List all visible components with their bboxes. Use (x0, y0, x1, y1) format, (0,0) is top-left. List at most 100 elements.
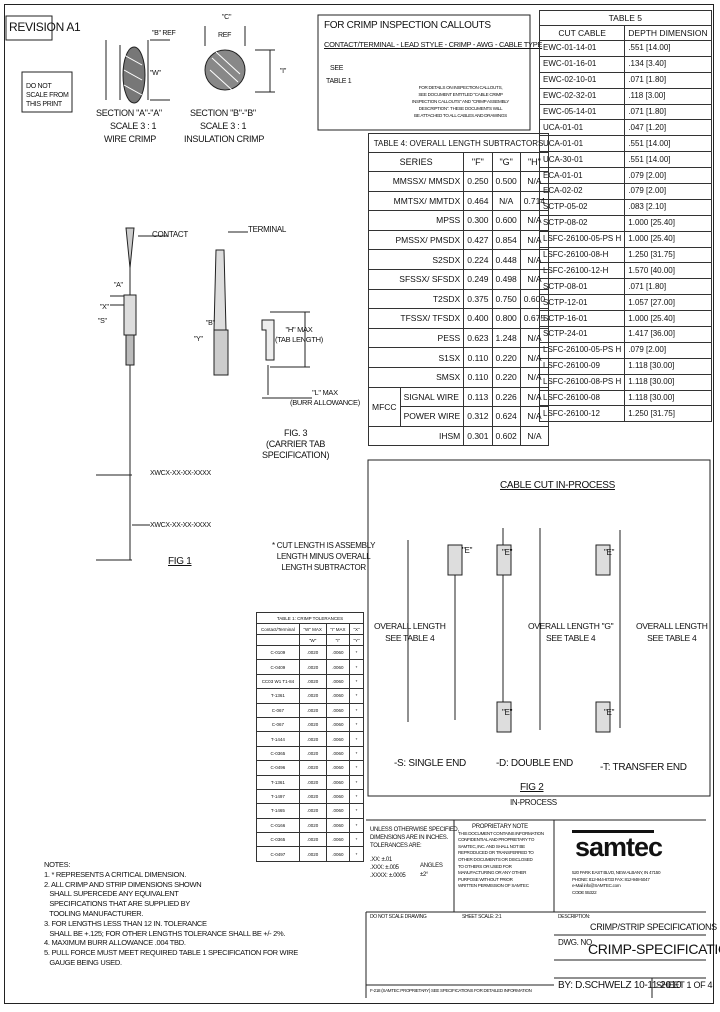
table-4-value: 0.220 (491, 347, 521, 368)
table-5-row: LSFC-26100-05-PS H.079 [2.00] (538, 341, 712, 359)
crimp-table-title: TABLE 1: CRIMP TOLERANCES (256, 612, 364, 624)
crimp-cell: .0060 (325, 745, 351, 762)
crimp-cell: .0020 (298, 774, 327, 790)
table-5-depth: .134 [3.40] (624, 55, 712, 73)
table-5-depth: .551 [14.00] (624, 135, 712, 153)
table-4-value: 0.675 (519, 308, 550, 329)
crimp-cell: .0020 (298, 760, 327, 776)
crimp-cell: .0060 (325, 803, 351, 819)
crimp-cell: C-0496 (256, 760, 300, 776)
table-5-depth: .551 [14.00] (624, 151, 712, 169)
notes: NOTES: 1. * REPRESENTS A CRITICAL DIMENS… (44, 860, 298, 968)
table-4-value: N/A (519, 386, 550, 408)
callouts-note: FOR DETAILS ON INSPECTION CALLOUTS, SEE … (412, 85, 510, 118)
crimp-sub-1: "W" (298, 634, 327, 646)
crimp-table-row: C-0166.0020.0060* (256, 817, 364, 834)
table-4-value: 0.750 (491, 288, 521, 310)
table-5-depth: .079 [2.00] (624, 183, 712, 200)
crimp-table-row: C-0365.0020.0060* (256, 745, 364, 762)
table-5-depth: .083 [2.10] (624, 198, 712, 216)
table-4-value: 0.110 (463, 347, 493, 368)
table-4-value: 0.427 (463, 229, 493, 251)
table-5-cut-cable: ECA-01-01 (538, 167, 626, 185)
crimp-cell: T-1361 (256, 688, 300, 704)
crimp-cell: .0060 (325, 716, 351, 733)
section-b-drawing (204, 26, 275, 93)
crimp-table-row: C-0496.0020.0060* (256, 760, 364, 776)
crimp-table-row: T-1497.0020.0060* (256, 788, 364, 805)
table-5-cut-cable: SCTP-16-01 (538, 310, 626, 328)
crimp-cell: .0060 (325, 832, 351, 848)
crimp-sub-0 (256, 634, 300, 646)
crimp-cell: * (349, 702, 364, 718)
table-4-value: 0.312 (463, 406, 493, 427)
section-b-ref-label: REF (218, 32, 232, 39)
fig1-contact: CONTACT (152, 230, 188, 239)
table-5-row: ECA-02-02.079 [2.00] (538, 183, 712, 200)
table-5-cut-cable: LSFC-26100-12-H (538, 262, 626, 280)
table-4-series: MMTSX/ MMTDX (367, 190, 465, 212)
table-5-depth: 1.000 [25.40] (624, 310, 712, 328)
crimp-cell: CC03 W1 T1-84 (256, 673, 300, 690)
fig1-terminal: TERMINAL (248, 225, 287, 234)
table-5-cut-cable: LSFC-26100-09 (538, 357, 626, 375)
proprietary-line: CONFIDENTIAL AND PROPRIETARY TO (458, 837, 535, 843)
proprietary-line: THIS DOCUMENT CONTAINS INFORMATION (458, 830, 544, 836)
table-5-cut-cable: ECA-02-02 (538, 183, 626, 200)
table-4: TABLE 4: OVERALL LENGTH SUBTRACTORS SERI… (367, 133, 550, 447)
table-4-value: 0.220 (491, 366, 521, 388)
note-line: 4. MAXIMUM BURR ALLOWANCE .004 TBD. (44, 938, 186, 948)
table-4-value: 0.224 (463, 249, 493, 270)
table-4-series: PESS (367, 327, 465, 349)
crimp-cell: C-0497 (256, 846, 300, 862)
crimp-cell: .0020 (298, 688, 327, 704)
section-a-title: SECTION "A"-"A" (96, 108, 162, 118)
crimp-cell: .0060 (325, 702, 351, 718)
crimp-cell: .0060 (325, 774, 351, 790)
fig2-e-2: "E" (502, 548, 513, 557)
crimp-cell: * (349, 832, 364, 848)
table-4-value: N/A (519, 229, 550, 251)
callouts-title: FOR CRIMP INSPECTION CALLOUTS (324, 20, 491, 31)
table-5-row: SCTP-05-02.083 [2.10] (538, 198, 712, 216)
note-line: 3. FOR LENGTHS LESS THAN 12 IN. TOLERANC… (44, 918, 207, 928)
table-5-depth: 1.250 [31.75] (624, 405, 712, 423)
table-5-row: EWC-01-14-01.551 [14.00] (538, 40, 712, 57)
crimp-cell: * (349, 774, 364, 790)
footer-description-label: DESCRIPTION: (558, 914, 590, 920)
table-4-series: SIGNAL WIRE (399, 386, 465, 408)
fig1-a: "A" (114, 282, 123, 289)
table-4-value: N/A (519, 425, 550, 447)
table-5-depth: 1.000 [25.40] (624, 230, 712, 248)
table-5-row: UCA-30-01.551 [14.00] (538, 151, 712, 169)
table-5-depth: 1.057 [27.00] (624, 294, 712, 312)
table-5-depth: .047 [1.20] (624, 119, 712, 137)
section-b-ref-c: "C" (222, 14, 232, 21)
fig2-fig-label: FIG 2 (520, 782, 544, 793)
crimp-cell: * (349, 659, 364, 675)
crimp-table-row: C-0409.0020.0060* (256, 659, 364, 675)
crimp-cell: * (349, 788, 364, 805)
table-5-cut-cable: EWC-05-14-01 (538, 103, 626, 121)
table-4-value: 0.226 (491, 386, 521, 408)
crimp-table-row: C-0365.0020.0060* (256, 832, 364, 848)
crimp-cell: * (349, 731, 364, 747)
fig2-double-end: -D: DOUBLE END (496, 758, 573, 769)
note-line: SHALL BE +.125; FOR OTHER LENGTHS TOLERA… (44, 928, 286, 938)
table-5-cut-cable: SCTP-24-01 (538, 326, 626, 343)
crimp-header-i: "I" MAX (325, 623, 351, 635)
table-4-value: 0.113 (463, 386, 493, 408)
crimp-cell: .0060 (325, 731, 351, 747)
crimp-table-row: T-1361.0020.0060* (256, 688, 364, 704)
table-5-depth: .071 [1.80] (624, 71, 712, 89)
footer-dwg-label: DWG. NO. (558, 938, 594, 947)
